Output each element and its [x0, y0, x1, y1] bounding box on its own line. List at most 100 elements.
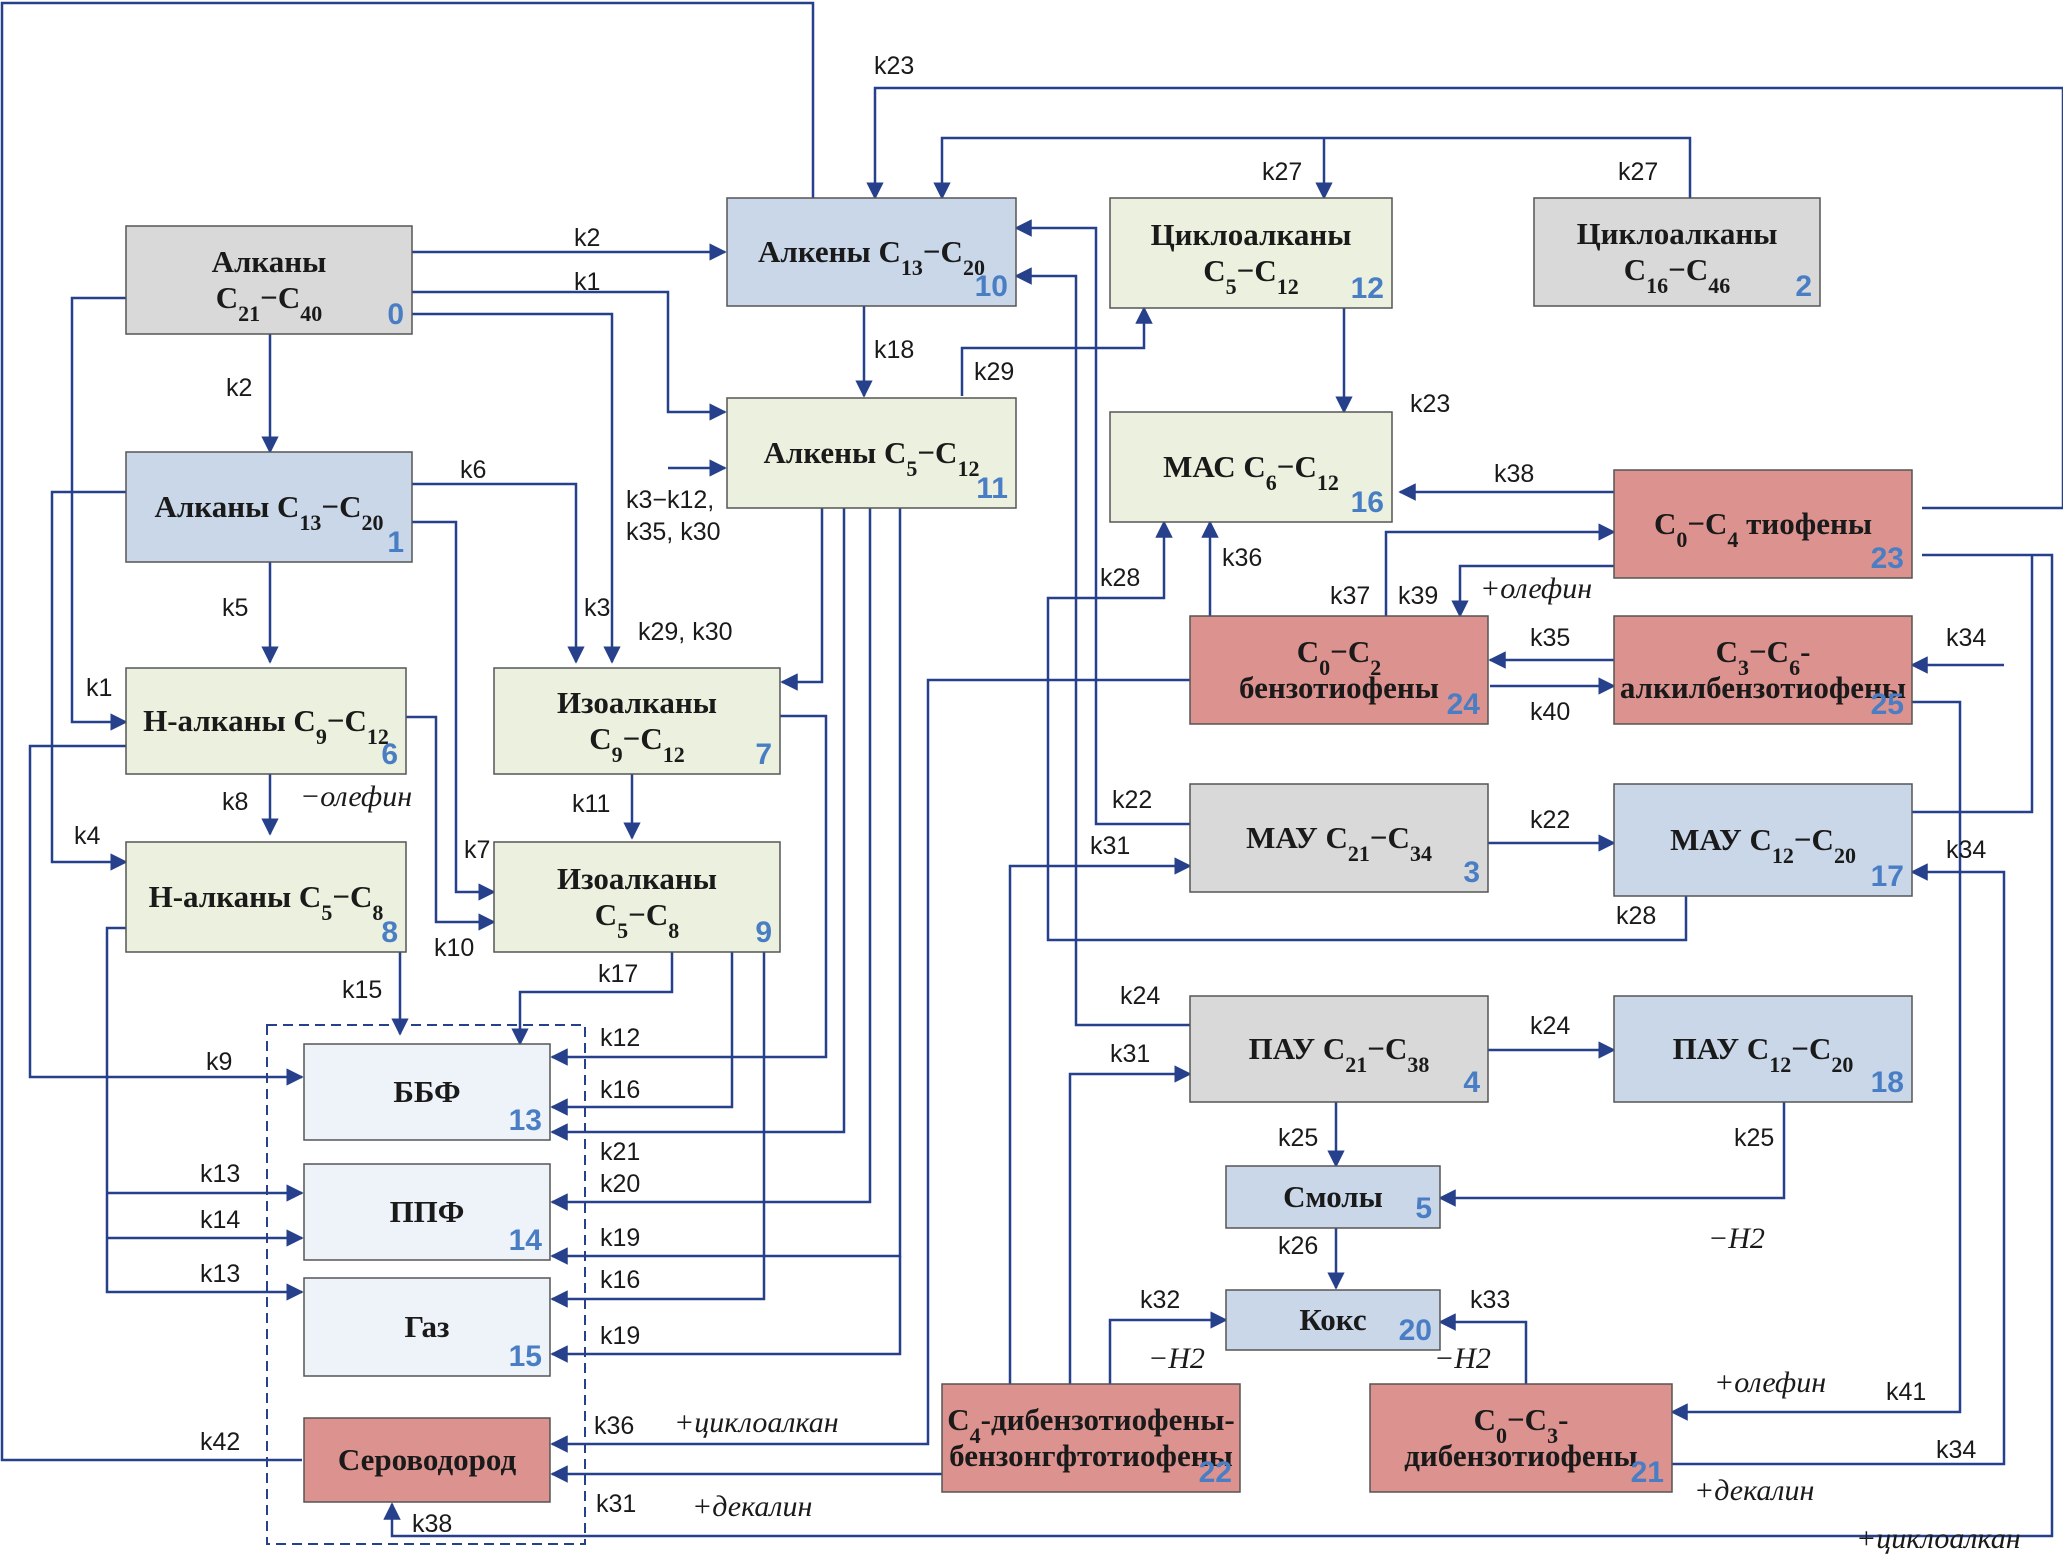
edge-k31-3 [1008, 857, 1192, 1384]
node-label: Циклоалканы [1577, 216, 1778, 251]
edge-label: k35, k30 [626, 518, 721, 546]
edge-k37 [1384, 523, 1616, 616]
edge-label: k13 [200, 1260, 240, 1288]
edge-k13a [105, 926, 304, 1301]
edge-k17 [511, 952, 674, 1046]
edge-k34-25 [383, 553, 2054, 1538]
node-label: C16−C46 [1624, 252, 1730, 298]
edge-label: k2 [574, 224, 600, 252]
edge-label: k22 [1112, 786, 1152, 814]
node-box [1225, 1165, 1441, 1229]
node-box [303, 1417, 551, 1503]
node-box [493, 667, 781, 775]
node-box [125, 841, 407, 953]
edge-label: k39 [1398, 582, 1438, 610]
node-box [726, 197, 1017, 307]
edge-label: k15 [342, 976, 382, 1004]
edge-label: k9 [206, 1048, 232, 1076]
node-label: C5−C12 [1203, 253, 1298, 299]
node-label: C21−C40 [216, 280, 322, 326]
edge-label: k23 [1410, 390, 1450, 418]
edge-label: k6 [460, 456, 486, 484]
edge-label: k34 [1946, 836, 1986, 864]
edge-k7 [412, 520, 496, 901]
edge-label: k20 [600, 1170, 640, 1198]
edge-k34-17 [1672, 863, 2006, 1466]
edge-label: k14 [200, 1206, 240, 1234]
node-label: C0−C2 [1297, 634, 1381, 680]
edge-label: k40 [1530, 698, 1570, 726]
node-label: C0−C3- [1474, 1402, 1569, 1448]
edge-label: k16 [600, 1076, 640, 1104]
edge-label: k32 [1140, 1286, 1180, 1314]
node-box [1613, 469, 1913, 579]
edge-24-s [550, 678, 1190, 1453]
edge-label: k16 [600, 1266, 640, 1294]
note: −H2 [1148, 1342, 1205, 1375]
node-number: 1 [387, 526, 404, 559]
node-box [1533, 197, 1821, 307]
reaction-notes: −олефин +олефин +циклоалкан +декалин −H2… [300, 572, 2021, 1555]
node-label: C0−C4 тиофены [1654, 506, 1872, 552]
node-label: МАУ C12−C20 [1670, 822, 1856, 868]
edge-k4 [50, 490, 128, 871]
node-box [125, 225, 413, 335]
edge-11-7 [780, 508, 824, 691]
node-label: Смолы [1283, 1179, 1383, 1214]
edge-label: k12 [600, 1024, 640, 1052]
edge-label: k18 [874, 336, 914, 364]
node-number: 16 [1351, 486, 1384, 519]
node-label: C9−C12 [589, 721, 684, 767]
note: −H2 [1434, 1342, 1491, 1375]
edge-labels: k2 k1 k2 k6 k5 k1 k3 k8 k4 k7 k10 k11 k1… [74, 52, 1986, 1538]
edge-label: k42 [200, 1428, 240, 1456]
edge-label: k36 [1222, 544, 1262, 572]
edge-label: k26 [1278, 1232, 1318, 1260]
edge-label: k37 [1330, 582, 1370, 610]
node-box [303, 1043, 551, 1141]
edge-label: k17 [598, 960, 638, 988]
edge-k16-gas [550, 952, 766, 1308]
node-box [1613, 783, 1913, 897]
node-number: 7 [755, 738, 772, 771]
node-label: дибензотиофены [1404, 1438, 1637, 1473]
edge-label: k5 [222, 594, 248, 622]
edge-label: k7 [464, 836, 490, 864]
edge-label: k23 [874, 52, 914, 80]
edge-label: k1 [574, 268, 600, 296]
note: +олефин [1714, 1366, 1826, 1399]
node-label: Алканы [212, 244, 327, 279]
node-number: 10 [975, 270, 1008, 303]
edge-label: k29, k30 [638, 618, 733, 646]
edge-k21 [550, 508, 846, 1141]
edge-17-23 [1912, 555, 2034, 814]
node-label: Изоалканы [557, 861, 717, 896]
edge-label: k13 [200, 1160, 240, 1188]
edge-label: k31 [1110, 1040, 1150, 1068]
node-label: Алканы C13−C20 [155, 489, 384, 535]
edge-label: k24 [1120, 982, 1160, 1010]
edge-label: k41 [1886, 1378, 1926, 1406]
node-number: 13 [509, 1104, 542, 1137]
edge-k6 [412, 482, 585, 664]
node-label: Циклоалканы [1151, 217, 1352, 252]
node-label: Сероводород [338, 1442, 517, 1477]
node-label: Н-алканы C5−C8 [149, 879, 384, 925]
edge-label: k28 [1100, 564, 1140, 592]
edge-label: k3−k12, [626, 486, 714, 514]
edge-label: k27 [1262, 158, 1302, 186]
note: −олефин [300, 780, 412, 813]
node-number: 22 [1199, 1456, 1232, 1489]
